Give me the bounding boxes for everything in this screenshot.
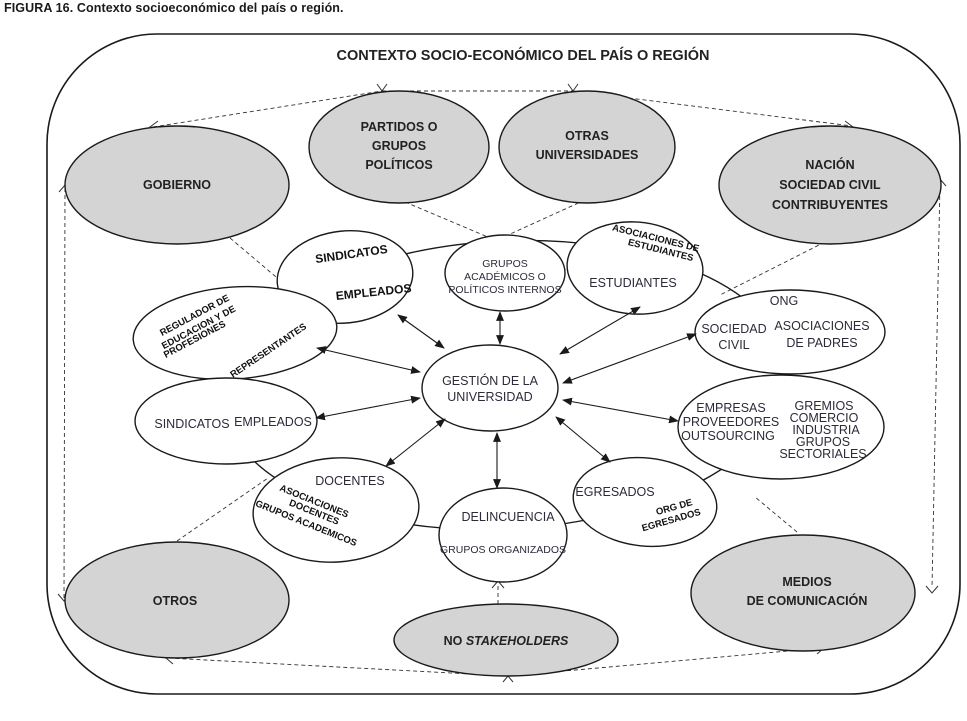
internal-docentes: DOCENTES ASOCIACIONES DOCENTES GRUPOS AC…: [252, 457, 420, 563]
internal-sociedad-civil: ONG SOCIEDAD CIVIL ASOCIACIONES DE PADRE…: [694, 289, 886, 375]
internal-empleados: SINDICATOS EMPLEADOS: [134, 377, 318, 465]
dashed-link-otros-in: [176, 477, 269, 542]
label-partidos-3: POLÍTICOS: [365, 157, 432, 172]
ellipse-gobierno: [64, 125, 290, 245]
label-gremios: GREMIOS: [794, 399, 853, 413]
dashed-link-medios-in: [754, 496, 798, 533]
label-no-stakeholders: NO STAKEHOLDERS: [444, 634, 569, 648]
label-proveedores: PROVEEDORES: [683, 415, 780, 429]
arrow-empresas: [562, 397, 679, 424]
label-asociaciones: ASOCIACIONES: [774, 319, 869, 333]
label-medios-1: MEDIOS: [782, 575, 831, 589]
dashed-link-nacion-in: [719, 241, 826, 296]
ellipse-partidos: [308, 90, 490, 204]
label-sociedad: SOCIEDAD: [701, 322, 766, 336]
dashed-link-otras-nacion: [572, 90, 853, 127]
label-partidos-1: PARTIDOS O: [361, 120, 438, 134]
figure-caption: FIGURA 16. Contexto socioeconómico del p…: [4, 1, 344, 15]
label-partidos-2: GRUPOS: [372, 139, 426, 153]
ellipse-otras-universidades: [498, 90, 676, 204]
dashed-link-nacion-medios: [931, 181, 941, 589]
label-civil: CIVIL: [718, 338, 749, 352]
center-gestion: GESTIÓN DE LA UNIVERSIDAD: [421, 344, 559, 432]
ellipse-egresados: [572, 456, 718, 548]
ellipse-empleados: [134, 377, 318, 465]
external-partidos: PARTIDOS O GRUPOS POLÍTICOS: [308, 90, 490, 204]
ellipse-grupos-internos: [444, 234, 566, 312]
label-nacion-3: CONTRIBUYENTES: [772, 198, 888, 212]
label-nacion-1: NACIÓN: [805, 157, 854, 172]
arrow-egresados: [555, 416, 611, 463]
arrow-sociedad-civil: [562, 333, 697, 384]
arrow-empleados: [315, 395, 421, 421]
dashed-link-otras-in: [496, 199, 586, 241]
internal-grupos-internos: GRUPOS ACADÉMICOS O POLÍTICOS INTERNOS: [444, 234, 566, 312]
external-otras-universidades: OTRAS UNIVERSIDADES: [498, 90, 676, 204]
internal-regulador: REGULADOR DE EDUCACION Y DE PROFESIONES …: [132, 285, 338, 381]
label-gestion-1: GESTIÓN DE LA: [442, 373, 539, 388]
external-medios: MEDIOS DE COMUNICACIÓN: [690, 534, 916, 652]
label-egresados: EGRESADOS: [575, 485, 654, 499]
label-grupos-2: ACADÉMICOS O: [464, 270, 546, 283]
label-otras-2: UNIVERSIDADES: [536, 148, 639, 162]
dashed-link-gobierno-partidos: [152, 90, 383, 128]
context-frame: [46, 33, 961, 695]
internal-empresas: EMPRESAS PROVEEDORES OUTSOURCING GREMIOS…: [677, 374, 885, 480]
internal-estudiantes: ASOCIACIONES DE ESTUDIANTES ESTUDIANTES: [566, 221, 704, 315]
label-grupos-3: POLÍTICOS INTERNOS: [448, 283, 561, 296]
label-otras-1: OTRAS: [565, 129, 609, 143]
ellipse-nacion: [718, 125, 942, 245]
arrow-regulador: [316, 346, 421, 374]
external-nacion: NACIÓN SOCIEDAD CIVIL CONTRIBUYENTES: [718, 125, 942, 245]
arrow-sindicatos: [397, 314, 445, 349]
arrow-estudiantes: [559, 306, 641, 355]
label-grupos-1: GRUPOS: [482, 258, 528, 270]
dashed-link-nostake-otros: [167, 657, 509, 677]
label-docentes: DOCENTES: [315, 474, 384, 488]
label-empleados: EMPLEADOS: [234, 415, 312, 429]
label-industria: INDUSTRIA: [792, 423, 860, 437]
label-nacion-2: SOCIEDAD CIVIL: [779, 178, 881, 192]
label-gestion-2: UNIVERSIDAD: [447, 390, 532, 404]
dashed-link-partidos-in: [404, 201, 496, 241]
label-grupos-sect: GRUPOS: [796, 435, 850, 449]
label-sindicatos: SINDICATOS: [154, 417, 229, 431]
internal-egresados: EGRESADOS ORG DE EGRESADOS: [572, 456, 718, 548]
ellipse-gestion: [421, 344, 559, 432]
frame-title: CONTEXTO SOCIO-ECONÓMICO DEL PAÍS O REGI…: [336, 46, 709, 64]
label-grupos-organizados: GRUPOS ORGANIZADOS: [440, 544, 566, 556]
label-de-padres: DE PADRES: [786, 336, 857, 350]
label-ong: ONG: [770, 294, 798, 308]
label-comercio: COMERCIO: [790, 411, 859, 425]
ellipse-medios: [690, 534, 916, 652]
label-gobierno: GOBIERNO: [143, 178, 211, 192]
label-empresas: EMPRESAS: [696, 401, 765, 415]
label-otros: OTROS: [153, 594, 197, 608]
ellipse-docentes: [252, 457, 420, 563]
label-delincuencia: DELINCUENCIA: [461, 510, 555, 524]
external-otros: OTROS: [64, 541, 290, 659]
label-sectoriales: SECTORIALES: [779, 447, 866, 461]
internal-delincuencia: DELINCUENCIA GRUPOS ORGANIZADOS: [438, 487, 568, 583]
external-no-stakeholders: NO STAKEHOLDERS: [393, 603, 619, 677]
dashed-link-otros-gobierno: [63, 187, 66, 599]
label-medios-2: DE COMUNICACIÓN: [747, 593, 868, 608]
ellipse-no-stakeholders: [393, 603, 619, 677]
ellipse-sociedad-civil: [694, 289, 886, 375]
relation-arrows: [315, 306, 697, 489]
arrow-docentes: [385, 418, 446, 467]
ellipse-empresas: [677, 374, 885, 480]
ellipse-delincuencia: [438, 487, 568, 583]
label-outsourcing: OUTSOURCING: [681, 429, 775, 443]
ellipse-otros: [64, 541, 290, 659]
label-estudiantes: ESTUDIANTES: [589, 276, 677, 290]
external-gobierno: GOBIERNO: [64, 125, 290, 245]
